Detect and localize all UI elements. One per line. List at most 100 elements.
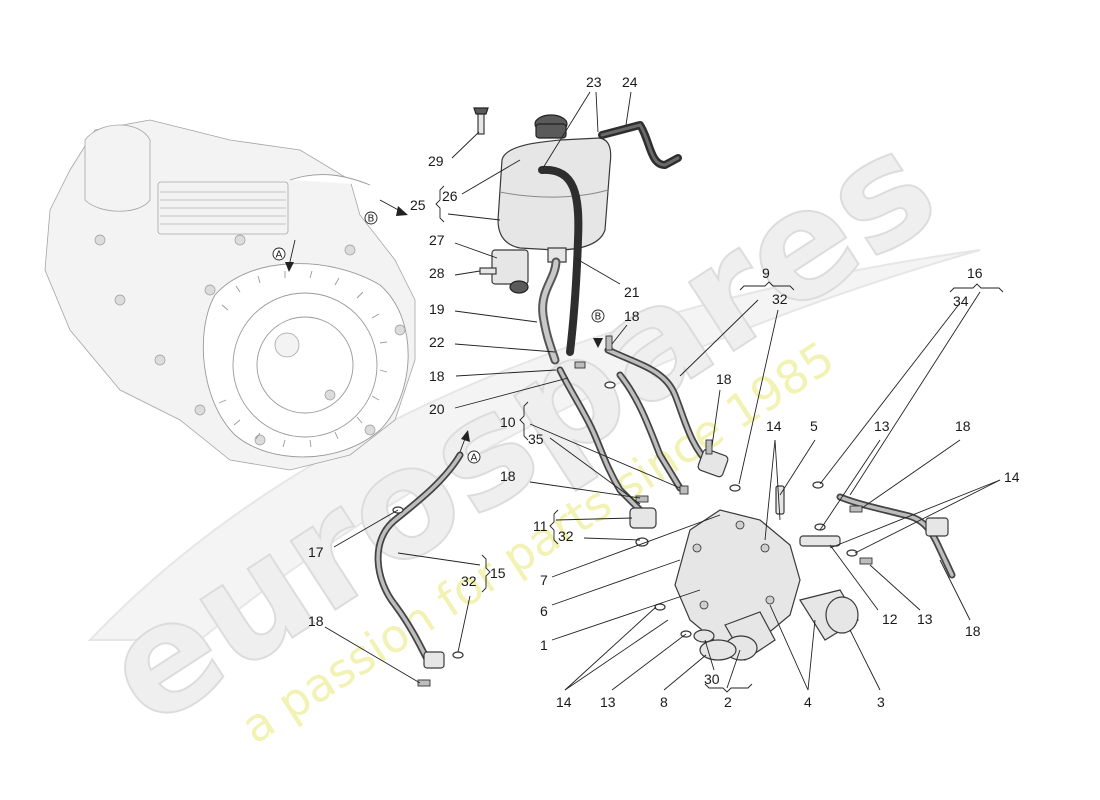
coolant-pipe-9-highlight <box>606 348 712 467</box>
bolt-29-head <box>473 107 489 115</box>
pipe-16-connector <box>925 517 949 537</box>
callout-18-pipe-11: 18 <box>500 468 516 484</box>
marker-a-pipe-label: A <box>471 453 478 464</box>
tank-mount-rubber <box>509 280 529 294</box>
callout-2: 2 <box>724 694 732 710</box>
callout-29: 29 <box>428 153 444 169</box>
coolant-pipe-15-highlight <box>376 453 462 667</box>
callout-18-pipe-9: 18 <box>716 371 732 387</box>
callout-9: 9 <box>762 265 770 281</box>
callout-26: 26 <box>442 188 458 204</box>
bracket-9 <box>739 281 795 291</box>
gearbox-end-cover <box>84 124 151 212</box>
marker-a-gearbox <box>272 247 286 261</box>
callout-13-bottom-left: 13 <box>600 694 616 710</box>
callout-14-bottom-left: 14 <box>556 694 572 710</box>
callout-18-tank: 18 <box>429 368 445 384</box>
tank-bracket <box>491 249 529 285</box>
oil-cooler-fins <box>160 191 286 225</box>
callout-21: 21 <box>624 284 640 300</box>
callout-14-top: 14 <box>766 418 782 434</box>
tank-cap-body <box>535 123 567 139</box>
callout-30: 30 <box>704 671 720 687</box>
callout-32-pipe-11: 32 <box>558 528 574 544</box>
thermostat-bolts <box>692 520 775 610</box>
bolt-29 <box>477 111 485 135</box>
callout-27: 27 <box>429 232 445 248</box>
marker-a-arrow-line <box>288 239 296 267</box>
marker-b-gearbox-label: B <box>368 214 375 225</box>
callout-22: 22 <box>429 334 445 350</box>
thermostat-housing-assembly <box>674 485 859 661</box>
callout-23: 23 <box>586 74 602 90</box>
coolant-pipe-16-highlight <box>838 495 954 577</box>
expansion-tank-assembly <box>473 107 612 294</box>
expansion-tank-seam <box>499 189 609 198</box>
coolant-pipe-9-branch-highlight <box>618 373 682 490</box>
callout-18-tank-right: 18 <box>624 308 640 324</box>
callout-18-top-right: 18 <box>955 418 971 434</box>
callout-8: 8 <box>660 694 668 710</box>
coolant-hose-19-highlight <box>540 259 559 363</box>
callout-28: 28 <box>429 265 445 281</box>
callout-4: 4 <box>804 694 812 710</box>
bracket-16 <box>949 283 1004 293</box>
flywheel-teeth <box>218 270 388 448</box>
callout-34: 34 <box>953 293 969 309</box>
callout-16: 16 <box>967 265 983 281</box>
callout-35: 35 <box>528 431 544 447</box>
marker-a-arrow-head <box>285 262 294 272</box>
leader-lines <box>324 91 1004 693</box>
gearbox-ghost: A B <box>44 119 416 471</box>
callout-1: 1 <box>540 637 548 653</box>
gearbox-bolts <box>94 234 406 446</box>
callout-20: 20 <box>429 401 445 417</box>
gasket-30 <box>693 629 715 643</box>
callout-17: 17 <box>308 544 324 560</box>
marker-b-tank-label: B <box>595 312 602 323</box>
callout-6: 6 <box>540 603 548 619</box>
outlet-port-3 <box>825 596 859 634</box>
expansion-tank <box>497 137 612 251</box>
callout-14-right: 14 <box>1004 469 1020 485</box>
tank-outlet <box>547 247 567 263</box>
input-shaft <box>274 332 300 358</box>
callout-11: 11 <box>533 518 548 534</box>
callout-13-top-right: 13 <box>874 418 890 434</box>
callout-32-pipe-15: 32 <box>461 573 477 589</box>
thermostat-housing <box>674 509 801 646</box>
bleed-hose-21 <box>538 165 583 356</box>
bracket-2 <box>704 683 753 693</box>
pipe-15-end-fitting <box>423 651 445 669</box>
bracket-25 <box>435 185 445 223</box>
callout-13-bottom-right: 13 <box>917 611 933 627</box>
marker-b-arrow-head <box>396 206 408 216</box>
callout-5: 5 <box>810 418 818 434</box>
callout-19: 19 <box>429 301 445 317</box>
coolant-pipe-10-highlight <box>558 368 642 512</box>
marker-a-gearbox-label: A <box>276 250 283 261</box>
marker-b-gearbox <box>364 211 378 225</box>
callout-18-bottom-right: 18 <box>965 623 981 639</box>
pipe-11-flange <box>629 507 657 529</box>
bolt-28 <box>479 267 497 275</box>
marker-a-pipe-arrow-head <box>461 430 470 442</box>
bracket-11 <box>549 509 559 545</box>
callout-15: 15 <box>490 565 506 581</box>
callout-32-pipe-9: 32 <box>772 291 788 307</box>
gearbox-hose <box>289 174 371 186</box>
callout-3: 3 <box>877 694 885 710</box>
bracket-15 <box>481 554 491 593</box>
callout-10: 10 <box>500 414 516 430</box>
sensor-12 <box>799 535 841 547</box>
callout-24: 24 <box>622 74 638 90</box>
pipe-9-flange <box>697 448 729 478</box>
callout-18-pipe-15: 18 <box>308 613 324 629</box>
callout-7: 7 <box>540 572 548 588</box>
marker-b-tank <box>591 309 605 323</box>
marker-b-tank-arrow <box>593 338 603 348</box>
marker-a-pipe <box>467 450 481 464</box>
callout-labels: 29 23 24 26 25 27 28 21 19 22 18 20 18 9… <box>308 74 1020 710</box>
callout-12: 12 <box>882 611 898 627</box>
